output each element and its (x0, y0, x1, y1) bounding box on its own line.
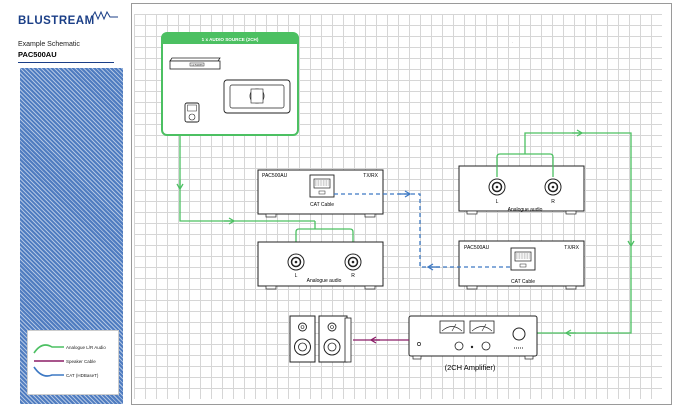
source-split-line (295, 228, 354, 251)
unit-right-r-label: R (551, 199, 555, 205)
unit-right-port-label: CAT Cable (511, 279, 535, 285)
rca-jack-right-unit-r-icon (544, 178, 562, 196)
ipod-icon (184, 102, 200, 123)
pac500au-unit-right: PAC500AU TX/RX CAT Cable (458, 240, 585, 290)
legend-item-audio: Analogue L/R Audio (66, 345, 106, 350)
cd-player-text: CD PLAYER (191, 63, 203, 66)
brand-name: BLUSTREAM (18, 15, 95, 27)
legend-item-cat: CAT (HDBaseT) (66, 373, 99, 378)
unit-right-mode: TX/RX (564, 245, 579, 251)
audio-source-box: 1 x AUDIO SOURCE (2CH) CD PLAYER . (161, 32, 346, 136)
speaker-right-icon (318, 315, 352, 363)
amplifier-label: (2CH Amplifier) (445, 363, 496, 372)
title-divider (18, 62, 114, 63)
right-to-amp-line (524, 132, 632, 334)
legend-swatch-cat (33, 366, 64, 377)
speaker-left-icon (289, 315, 316, 363)
legend-item-speaker: Speaker Cable (66, 359, 96, 364)
unit-right-caption: Analogue audio (508, 207, 543, 213)
unit-left-r-label: R (351, 273, 355, 279)
unit-right-name: PAC500AU (464, 245, 490, 251)
unit-left-port-label: CAT Cable (310, 202, 334, 208)
rj45-port-icon (309, 174, 335, 198)
brand-logo: BLUSTREAM (18, 15, 95, 27)
legend-swatches (33, 344, 64, 377)
analogue-unit-left: L R Analogue audio (257, 241, 384, 290)
legend-swatch-audio (33, 344, 64, 354)
cat-cable-link (334, 193, 511, 268)
unit-left-caption: Analogue audio (307, 278, 342, 284)
rca-jack-right-unit-l-icon (488, 178, 506, 196)
schematic-model: PAC500AU (18, 50, 57, 59)
rca-jack-left-icon (287, 253, 305, 271)
unit-left-name: PAC500AU (262, 173, 288, 179)
svg-text:.: . (345, 39, 346, 44)
unit-left-mode: TX/RX (363, 173, 378, 179)
pac500au-unit-left: PAC500AU TX/RX CAT Cable (257, 169, 384, 218)
streamer-icon (223, 79, 291, 114)
analogue-unit-right: L R Analogue audio (458, 165, 585, 215)
source-to-unit-line (179, 135, 315, 222)
schematic-title: Example Schematic (18, 41, 80, 48)
legend: Analogue L/R Audio Speaker Cable CAT (HD… (27, 330, 119, 395)
amplifier-icon (408, 315, 538, 360)
unit-left-l-label: L (295, 273, 298, 279)
unit-right-l-label: L (496, 199, 499, 205)
brand-wave-icon (91, 10, 118, 21)
cd-player-icon: CD PLAYER (169, 57, 221, 70)
sidebar: BLUSTREAM Example Schematic PAC500AU Ana… (3, 3, 132, 405)
rj45-port-right-icon (510, 247, 536, 271)
rca-jack-right-icon (344, 253, 362, 271)
svg-text:.: . (512, 39, 513, 44)
source-title: 1 x AUDIO SOURCE (2CH) (202, 37, 259, 42)
